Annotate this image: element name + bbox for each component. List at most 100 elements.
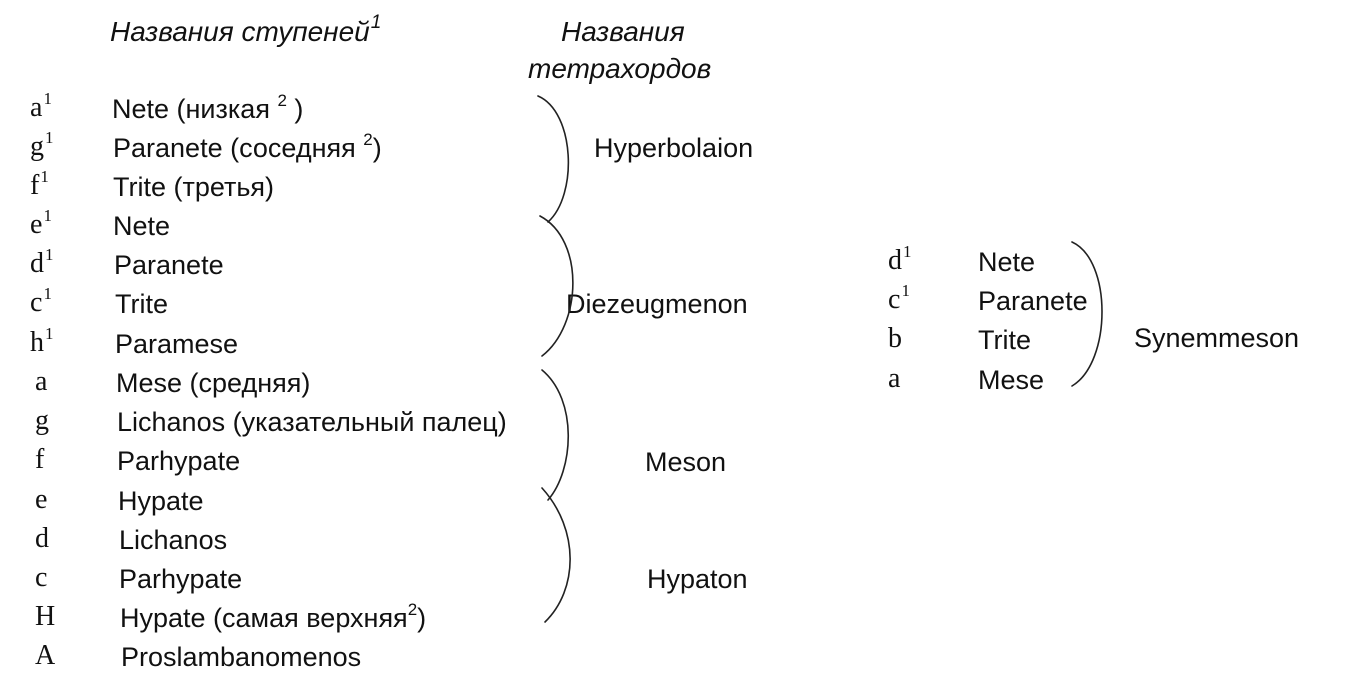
synemmeson-degree-name: Nete	[978, 247, 1036, 277]
degree-letter-text: c	[35, 562, 48, 593]
degree-letter-text: d	[888, 245, 902, 276]
degree-name-text: Nete	[113, 211, 171, 241]
tetrachord-label-hyperbolaion: Hyperbolaion	[594, 133, 754, 163]
degree-letter: a1	[30, 89, 52, 124]
degree-letter: a	[35, 366, 48, 398]
degree-name: Paranete	[114, 250, 224, 281]
octave-superscript: 1	[45, 128, 54, 147]
degree-letter-text: d	[35, 523, 49, 554]
degree-name-text: Trite	[115, 289, 168, 319]
octave-superscript: 1	[901, 281, 910, 300]
synemmeson-degree-name: Trite	[978, 325, 1031, 355]
octave-superscript: 1	[43, 206, 52, 225]
degree-name: Paramese	[115, 329, 238, 360]
degree-name-text: Proslambanomenos	[121, 642, 362, 672]
degree-letter: A	[35, 640, 56, 672]
octave-superscript: 1	[40, 167, 49, 186]
degree-letter-text: b	[888, 323, 902, 354]
bracket-diezeugmenon	[539, 215, 574, 357]
degree-names-header: Названия ступеней1	[110, 12, 381, 48]
octave-superscript: 1	[45, 245, 54, 264]
degree-letter-text: a	[35, 366, 48, 397]
degree-name: Nete (низкая 2 )	[112, 91, 304, 125]
degree-name-text: Parhypate	[119, 564, 243, 594]
degree-name: Parhypate	[119, 564, 242, 595]
bracket-meson	[541, 369, 569, 501]
degree-letter-text: g	[30, 131, 44, 162]
degree-name-text: )	[417, 603, 427, 633]
degree-letter: e1	[30, 206, 52, 241]
degree-name: Trite	[115, 289, 168, 320]
tetrachord-label-diezeugmenon: Diezeugmenon	[566, 289, 748, 319]
bracket-hypaton	[541, 487, 571, 623]
degree-letter: e	[35, 484, 48, 516]
degree-name-text: Lichanos (указательный палец)	[117, 407, 507, 437]
degree-name: Nete	[113, 211, 170, 242]
degree-letter-text: e	[30, 209, 43, 240]
degree-name-text: Paranete	[114, 250, 224, 280]
degree-name-text: )	[286, 94, 304, 124]
tetrachord-names-header-line2: тетрахордов	[528, 53, 712, 84]
degree-letter-text: g	[35, 405, 49, 436]
octave-superscript: 1	[903, 242, 912, 261]
degree-name: Hypate	[118, 486, 204, 517]
degree-letter-text: f	[30, 170, 40, 201]
degree-letter-text: H	[35, 601, 56, 632]
degree-name: Parhypate	[117, 446, 240, 477]
degree-name-text: Mese (средняя)	[116, 368, 311, 398]
degree-name-text: Paranete (соседняя	[113, 133, 364, 163]
degree-letter-text: a	[888, 363, 901, 394]
degree-letter: d1	[30, 245, 54, 280]
tetrachord-names-header-line1: Названия	[561, 16, 685, 47]
tetrachord-label-synemmeson: Synemmeson	[1134, 323, 1300, 353]
tetrachord-label-meson: Meson	[645, 447, 727, 477]
degree-name: Proslambanomenos	[121, 642, 361, 673]
degree-name-text: )	[372, 133, 382, 163]
degree-names-header-text: Названия ступеней	[110, 16, 370, 47]
synemmeson-degree-name: Paranete	[978, 286, 1088, 316]
degree-name: Mese (средняя)	[116, 368, 310, 399]
degree-letter-text: e	[35, 484, 48, 515]
degree-letter: c1	[30, 284, 52, 319]
degree-name-text: Hypate	[118, 486, 204, 516]
degree-name-text: Trite (третья)	[113, 172, 275, 202]
degree-letter-text: c	[30, 287, 43, 318]
bracket-hyperbolaion	[537, 95, 570, 223]
synemmeson-degree-name: Mese	[978, 365, 1045, 395]
degree-name: Lichanos	[119, 525, 227, 556]
footnote-marker: 2	[277, 91, 287, 110]
degree-letter-text: a	[30, 92, 43, 123]
degree-letter: f	[35, 444, 45, 476]
degree-letter-text: A	[35, 640, 56, 671]
octave-superscript: 1	[43, 284, 52, 303]
degree-name-text: Paramese	[115, 329, 239, 359]
synemmeson-letter: b	[888, 323, 903, 355]
degree-letter: c	[35, 562, 48, 594]
degree-letter: h1	[30, 324, 54, 359]
footnote-marker: 2	[363, 130, 373, 149]
degree-name-text: Parhypate	[117, 446, 241, 476]
degree-letter-text: f	[35, 444, 45, 475]
degree-name: Trite (третья)	[113, 172, 274, 203]
degree-letter: g1	[30, 128, 54, 163]
degree-name: Hypate (самая верхняя2)	[120, 600, 427, 634]
degree-letter: d	[35, 523, 50, 555]
degree-name: Lichanos (указательный палец)	[117, 407, 507, 438]
tetrachord-label-hypaton: Hypaton	[647, 564, 748, 594]
degree-letter: g	[35, 405, 50, 437]
synemmeson-letter: d1	[888, 242, 912, 277]
degree-letter-text: h	[30, 327, 44, 358]
degree-name-text: Lichanos	[119, 525, 228, 555]
octave-superscript: 1	[45, 324, 54, 343]
synemmeson-letter: a	[888, 363, 901, 395]
degree-name-text: Nete (низкая	[112, 94, 278, 124]
degree-letter: f1	[30, 167, 49, 202]
footnote-marker: 1	[370, 12, 382, 33]
synemmeson-letter: c1	[888, 281, 910, 316]
degree-name-text: Hypate (самая верхняя	[120, 603, 408, 633]
degree-name: Paranete (соседняя 2)	[113, 130, 382, 164]
bracket-synemmeson	[1071, 241, 1103, 387]
degree-letter-text: d	[30, 248, 44, 279]
degree-letter: H	[35, 601, 56, 633]
